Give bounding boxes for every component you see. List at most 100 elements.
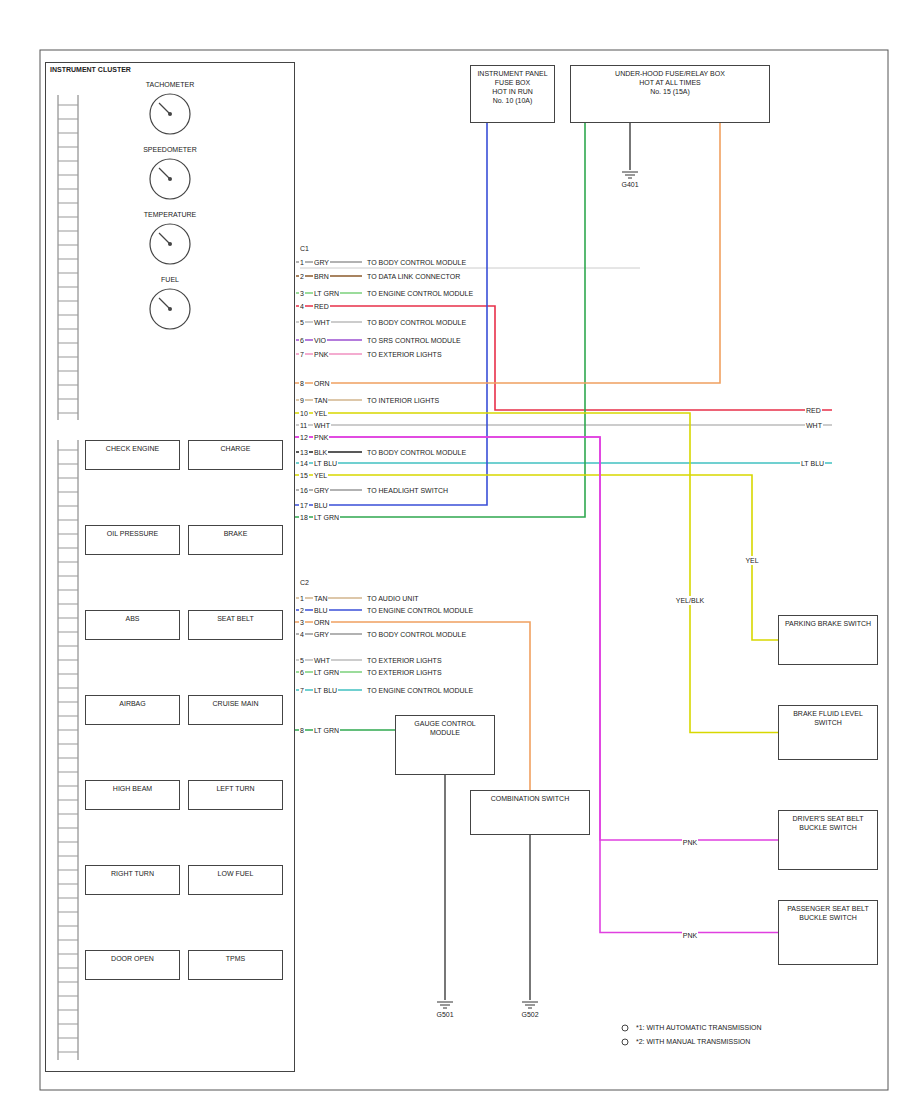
wire-color: ORN [313, 379, 331, 388]
circuit-destination: TO ENGINE CONTROL MODULE [366, 289, 474, 298]
gauge: TEMPERATURE [125, 210, 215, 272]
pin-number: 6 [299, 336, 305, 345]
component-name: AIRBAG [89, 699, 176, 708]
circuit-destination: TO BODY CONTROL MODULE [366, 318, 467, 327]
wire-color: C1 [299, 244, 310, 253]
pin-number: 15 [299, 471, 309, 480]
component-box: OIL PRESSURE [85, 525, 180, 555]
wire-color: PNK [313, 433, 329, 442]
component-box: DOOR OPEN [85, 950, 180, 980]
component-box: CRUISE MAIN [188, 695, 283, 725]
page-frame [40, 50, 888, 1090]
wire-color: WHT [805, 421, 823, 430]
component-box: RIGHT TURN [85, 865, 180, 895]
circuit-destination: TO AUDIO UNIT [366, 594, 420, 603]
wire [295, 123, 487, 505]
wire-color: GRY [313, 630, 330, 639]
component-box: CHARGE [188, 440, 283, 470]
ground-symbol [520, 1000, 540, 1010]
circuit-destination: TO DATA LINK CONNECTOR [366, 272, 461, 281]
white-wire [296, 424, 832, 426]
component-box: COMBINATION SWITCH [470, 790, 590, 835]
component-name: RIGHT TURN [89, 869, 176, 878]
pin-number: 7 [299, 686, 305, 695]
wire-stub [296, 609, 362, 610]
component-name: OIL PRESSURE [89, 529, 176, 538]
ground-point: G401 [605, 170, 655, 200]
component-box: AIRBAG [85, 695, 180, 725]
component-name: UNDER-HOOD FUSE/RELAY BOX [574, 69, 766, 78]
circuit-destination: TO INTERIOR LIGHTS [366, 396, 440, 405]
circuit-destination: TO BODY CONTROL MODULE [366, 258, 467, 267]
wire-color: PNK [682, 931, 698, 940]
wire-color: WHT [313, 421, 331, 430]
wire [295, 123, 720, 383]
wire-stubs [296, 262, 362, 690]
component-box: DRIVER'S SEAT BELT BUCKLE SWITCH [778, 810, 878, 870]
circuit-destination: TO EXTERIOR LIGHTS [366, 656, 443, 665]
wire-color: WHT [313, 656, 331, 665]
gauge-dial [147, 221, 193, 267]
component-name: SEAT BELT [192, 614, 279, 623]
gauge-dial [147, 91, 193, 137]
light-blue-wire [296, 462, 832, 464]
ground-point: G501 [420, 1000, 470, 1030]
legend-sample [620, 1023, 632, 1033]
wire-color: GRY [313, 486, 330, 495]
component-box: PASSENGER SEAT BELT BUCKLE SWITCH [778, 900, 878, 965]
wire [295, 123, 585, 517]
red-wire [296, 306, 832, 410]
pin-number: 16 [299, 486, 309, 495]
wire-color: LT BLU [313, 686, 338, 695]
component-box: HIGH BEAM [85, 780, 180, 810]
separator-line [300, 268, 640, 269]
component-name: LEFT TURN [192, 784, 279, 793]
pin-number: 3 [299, 618, 305, 627]
wire-color: LT GRN [313, 726, 340, 735]
legend-sample [620, 1037, 632, 1047]
pin-number: 2 [299, 272, 305, 281]
wire [295, 622, 530, 790]
wire-color: PNK [682, 838, 698, 847]
pin-number: 2 [299, 606, 305, 615]
wire-color: ORN [313, 618, 331, 627]
component-name: BRAKE [192, 529, 279, 538]
circuit-destination: TO EXTERIOR LIGHTS [366, 668, 443, 677]
pin-number: 11 [299, 421, 308, 430]
pin-number: 1 [299, 258, 305, 267]
wire-color: YEL [313, 471, 328, 480]
component-box: LEFT TURN [188, 780, 283, 810]
ground-symbol [620, 170, 640, 180]
component-name: TPMS [192, 954, 279, 963]
pin-number: 14 [299, 459, 309, 468]
gauge: FUEL [125, 275, 215, 337]
wire-color: BLU [313, 501, 329, 510]
pin-number: 7 [299, 350, 305, 359]
component-box: BRAKE [188, 525, 283, 555]
wire-color: YEL [744, 556, 759, 565]
pin-number: 5 [299, 318, 305, 327]
component-box: GAUGE CONTROL MODULE [395, 715, 495, 775]
gauge-dial [147, 286, 193, 332]
component-box: INSTRUMENT PANEL FUSE BOXHOT IN RUNNo. 1… [470, 65, 555, 123]
wire [629, 123, 631, 170]
pin-number: 12 [299, 433, 309, 442]
component-note: HOT AT ALL TIMES [574, 78, 766, 87]
pin-number: 1 [299, 594, 305, 603]
ground-point: G502 [505, 1000, 555, 1030]
component-name: PASSENGER SEAT BELT BUCKLE SWITCH [782, 904, 874, 922]
wire [295, 413, 778, 733]
legend-text: *2: WITH MANUAL TRANSMISSION [636, 1037, 750, 1046]
component-name: INSTRUMENT CLUSTER [50, 65, 290, 74]
gauge-dial [147, 156, 193, 202]
wire-color: LT BLU [800, 459, 825, 468]
component-note: No. 10 (10A) [474, 96, 551, 105]
wire-color: BRN [313, 272, 330, 281]
wire-color: BLU [313, 606, 329, 615]
wire-color: LT GRN [313, 668, 340, 677]
pin-number: 8 [299, 726, 305, 735]
wire-stub [296, 597, 362, 598]
component-box: ABS [85, 610, 180, 640]
component-name: G502 [505, 1010, 555, 1019]
component-name: TEMPERATURE [125, 210, 215, 219]
